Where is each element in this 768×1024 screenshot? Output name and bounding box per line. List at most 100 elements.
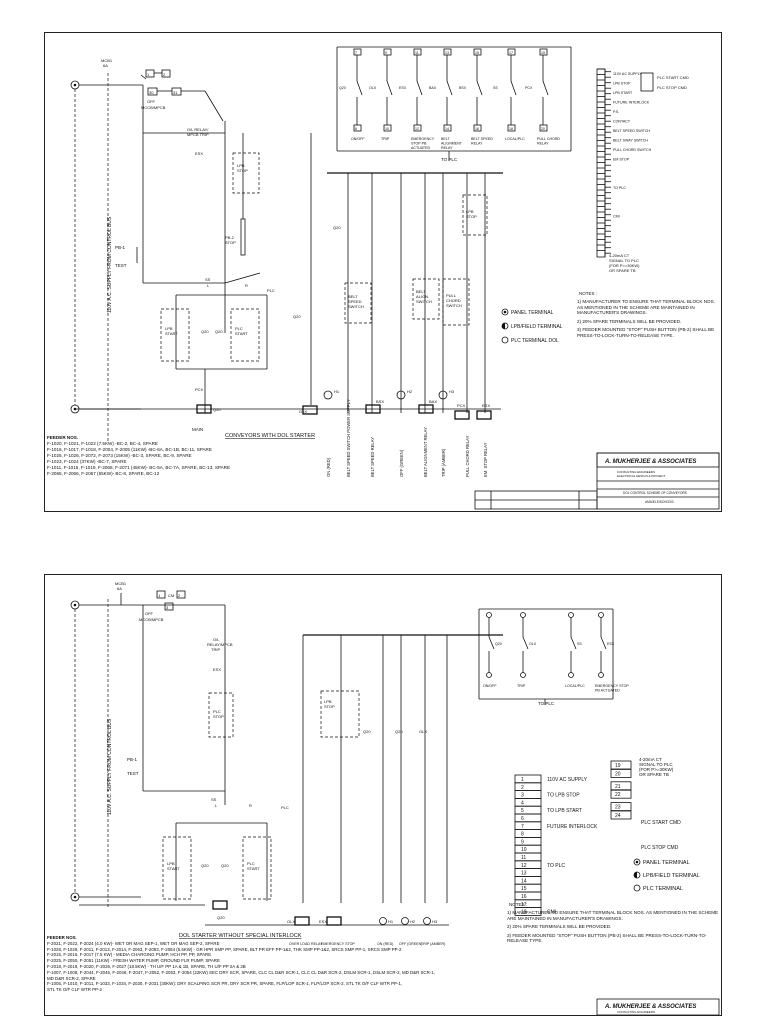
company-sub-s2: CONSULTING ENGINEERS	[617, 1010, 655, 1014]
bas-label: BELT	[416, 289, 426, 294]
lpb-start-label-s2-2: START	[167, 866, 180, 871]
tb-cell	[514, 821, 542, 831]
plc-stop-cmd: PLC STOP CMD	[657, 85, 687, 90]
mcb-rating: 6A	[103, 63, 108, 68]
tb-number: 8	[521, 832, 524, 838]
q20-coil-label: Q20	[213, 407, 221, 412]
feeder-title-2: FEEDER NOS.	[47, 935, 77, 940]
feeder-line: F-1028, F-1029, F-2011, F-2013, F-2014, …	[47, 946, 402, 952]
feeder-line: STL TK O/F CLF WTR PP-2	[47, 987, 102, 993]
ol-relay-label-s2-3: TRIP	[211, 647, 220, 652]
sheet-1-title: CONVEYORS WITH DOL STARTER	[225, 433, 315, 439]
bsx-coil-label: BSX	[376, 399, 384, 404]
tb-cell	[514, 782, 542, 792]
terminal-box	[443, 124, 452, 132]
legend-lpb-terminal-2: LPB/FIELD TERMINAL	[643, 873, 700, 879]
r-label-2: R	[249, 803, 252, 808]
pcs-label-3: SWITCH	[446, 303, 462, 308]
signal-note-3: (FOR P>=30KW)	[609, 263, 640, 268]
terminal-1: 1	[147, 72, 150, 77]
tb-cell-right	[610, 760, 632, 770]
pcx-label: PCX	[195, 387, 204, 392]
lpbstop-label-2: STOP	[466, 214, 477, 219]
tb-cell	[514, 813, 542, 823]
tb-number: 14	[521, 878, 527, 884]
terminal-box	[383, 124, 392, 132]
tb-number: 17	[521, 902, 527, 908]
pcx-coil-label: PCX	[457, 403, 466, 408]
feeder-line: F-1020, F-1021, F-1022 (7.5KW) -BC-2, BC…	[47, 441, 158, 446]
contact-label: BELT SPEED	[471, 137, 493, 141]
r-label: R	[245, 283, 248, 288]
terminal-dot	[598, 612, 604, 618]
legend-plc-terminal: PLC TERMINAL DOL	[511, 338, 559, 344]
terminal-dot	[568, 672, 574, 678]
lpb-start-label-2: START	[165, 331, 178, 336]
tb-number: 13	[521, 871, 527, 877]
legend-plc-terminal-2: PLC TERMINAL	[643, 886, 683, 892]
legend-1: PANEL TERMINAL LPB/FIELD TERMINAL PLC TE…	[501, 308, 563, 344]
legend-lpb-terminal: LPB/FIELD TERMINAL	[511, 324, 563, 330]
tb-number: 1	[521, 777, 524, 783]
tb-row-label: FUTURE INTERLOCK	[613, 101, 650, 105]
drawing-number: AMA/ELE/SCH/2/03	[645, 500, 674, 504]
tb-cell-right	[610, 789, 632, 799]
feeder-line: F-1005, F-1010, F-1011, F-1033, F-1034, …	[47, 981, 403, 987]
contact-name: ESX	[399, 86, 407, 90]
plc-start-cmd-2: PLC START CMD	[641, 820, 681, 826]
middle-circuits: Q20 Q20 OLX H1 H2 H3 BELT SPEED SWITCH B…	[293, 133, 503, 420]
note-1: 1) MANUFACTURER TO ENSURE THAT TERMINAL …	[577, 299, 715, 316]
tb-cell	[514, 774, 542, 784]
q20-label-2: Q20	[293, 314, 301, 319]
rail-label: TRIP (AMBER)	[441, 448, 446, 477]
olx-coil-label: OLX	[287, 919, 295, 924]
sheet-1-drawing: 110V A.C. SUPPLY FROM CONTROL BUS MCB1 6…	[47, 46, 720, 510]
rail-label: OVER LOAD RELAY	[289, 942, 323, 946]
note-1-s2: 1) MANUFACTURER TO ENSURE THAT TERMINAL …	[507, 910, 719, 921]
contact-label: EMERGENCY	[411, 137, 435, 141]
terminal-box	[539, 124, 548, 132]
terminal-box	[539, 48, 548, 56]
terminal-box	[507, 124, 516, 132]
feeder-line: F-1011, F-1015, F-1019, F-2068, F-2071 (…	[47, 465, 231, 470]
tb-cell	[514, 868, 542, 877]
l-label: L	[207, 283, 210, 288]
signal-note-s2-3: (FOR P>=30KW)	[639, 767, 674, 772]
tb-number: 12	[521, 863, 527, 869]
tb-number-right: 23	[615, 805, 621, 811]
tb-cell-right	[610, 802, 632, 812]
feeder-line: F-1007, F-1008, F-2044, F-2045, F-2046, …	[47, 969, 435, 975]
rail-label: OFF (GREEN)	[399, 449, 404, 477]
l-label-2: L	[215, 803, 218, 808]
terminal-number: 8	[355, 127, 357, 131]
feeder-line: F-2021, F-2022, F-2024 (4.0 KW)- WET OR …	[47, 940, 220, 946]
terminal-box	[353, 48, 362, 56]
contact-label: RELAY	[441, 146, 453, 150]
tb-number-right: 21	[615, 784, 621, 790]
terminal-dot	[486, 612, 492, 618]
terminal-number: 10	[385, 127, 389, 131]
terminal-box	[473, 124, 482, 132]
terminal-dot	[568, 612, 574, 618]
terminal-number: 17	[509, 51, 513, 55]
terminal-2-s2: 2	[178, 593, 181, 598]
contact-name: OLX	[529, 642, 537, 646]
q20-label-s2-2: Q20	[221, 863, 229, 868]
plc-label-2: PLC	[281, 805, 289, 810]
mcb-label: MCB1	[101, 58, 113, 63]
contact-name: BAX	[429, 86, 437, 90]
tb-row-label: TO PLC	[613, 186, 626, 190]
tb-number: 18	[521, 910, 527, 916]
contact-label: RELAY	[471, 142, 483, 146]
terminal-31: 31	[173, 90, 178, 95]
tb-row-label: BELT SPEED SWITCH	[613, 129, 650, 133]
feeder-line: MD D&R SCR-2, SPARE	[47, 975, 96, 981]
terminal-number: 12	[415, 127, 419, 131]
contact-name: Q20	[339, 86, 346, 90]
terminal-box	[443, 48, 452, 56]
terminal-box	[383, 48, 392, 56]
drawing-title: DOL CONTROL SCHEME OF CONVEYORS	[623, 491, 687, 495]
